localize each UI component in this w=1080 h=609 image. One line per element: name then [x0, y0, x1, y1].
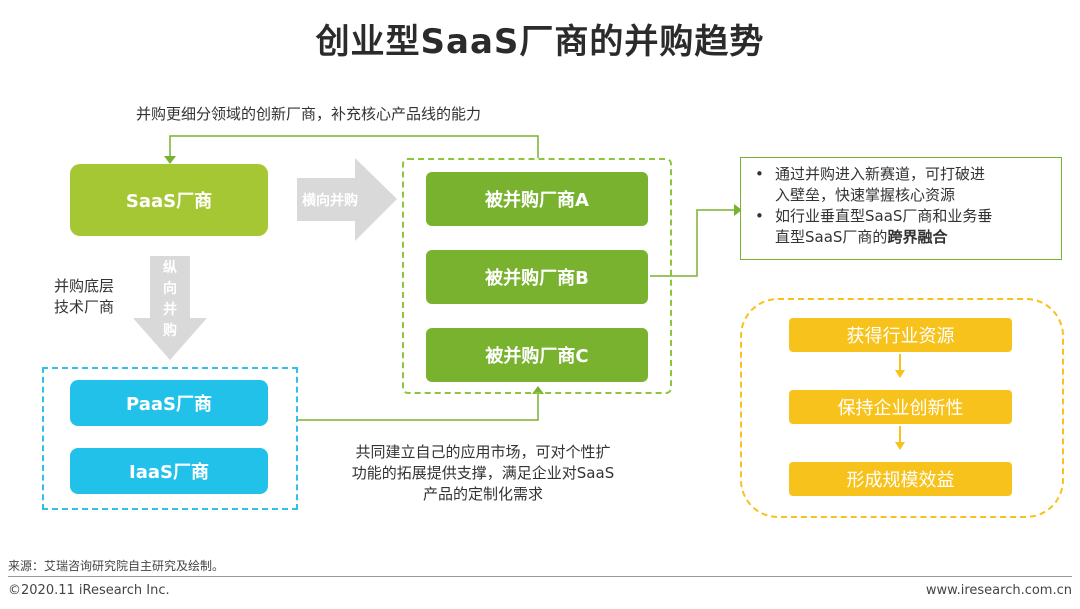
acquired-vendor-b: 被并购厂商B	[426, 250, 648, 304]
left-note: 并购底层 技术厂商	[54, 277, 115, 316]
website: www.iresearch.com.cn	[925, 583, 1072, 598]
b-to-bullets-line	[650, 209, 736, 277]
horizontal-arrow-label: 横向并购	[302, 193, 358, 209]
saas-vendor-box: SaaS厂商	[70, 164, 268, 236]
iaas-vendor-box: IaaS厂商	[70, 448, 268, 494]
copyright: ©2020.11 iResearch Inc.	[8, 583, 170, 598]
infrastructure-group	[42, 367, 298, 510]
source-note: 来源：艾瑞咨询研究院自主研究及绘制。	[8, 559, 225, 573]
footer-divider	[8, 576, 1072, 577]
vertical-arrow-label: 纵 向 并 购	[163, 260, 177, 339]
bottom-feedback-line	[296, 392, 539, 421]
page-title: 创业型SaaS厂商的并购趋势	[315, 22, 765, 62]
benefit-scale-effect: 形成规模效益	[789, 462, 1012, 496]
yellow-arrow-2	[895, 442, 905, 450]
acquired-vendor-a: 被并购厂商A	[426, 172, 648, 226]
acquired-vendor-c: 被并购厂商C	[426, 328, 648, 382]
benefits-group	[740, 298, 1064, 518]
merger-benefits-notes: •通过并购进入新赛道，可打破进入壁垒，快速掌握核心资源 •如行业垂直型SaaS厂…	[740, 157, 1062, 260]
b-to-bullets-arrowhead	[734, 204, 742, 216]
paas-vendor-box: PaaS厂商	[70, 380, 268, 426]
benefit-industry-resources: 获得行业资源	[789, 318, 1012, 352]
top-note: 并购更细分领域的创新厂商，补充核心产品线的能力	[136, 105, 482, 123]
top-feedback-line	[169, 135, 539, 158]
horizontal-arrow-shape	[297, 158, 397, 241]
yellow-arrow-1	[895, 370, 905, 378]
acquired-group	[402, 158, 672, 394]
top-feedback-arrowhead	[164, 156, 176, 164]
bottom-note: 共同建立自己的应用市场，可对个性扩 功能的拓展提供支撑，满足企业对SaaS 产品…	[351, 443, 615, 503]
benefit-innovation: 保持企业创新性	[789, 390, 1012, 424]
vertical-arrow-shape	[133, 256, 207, 360]
